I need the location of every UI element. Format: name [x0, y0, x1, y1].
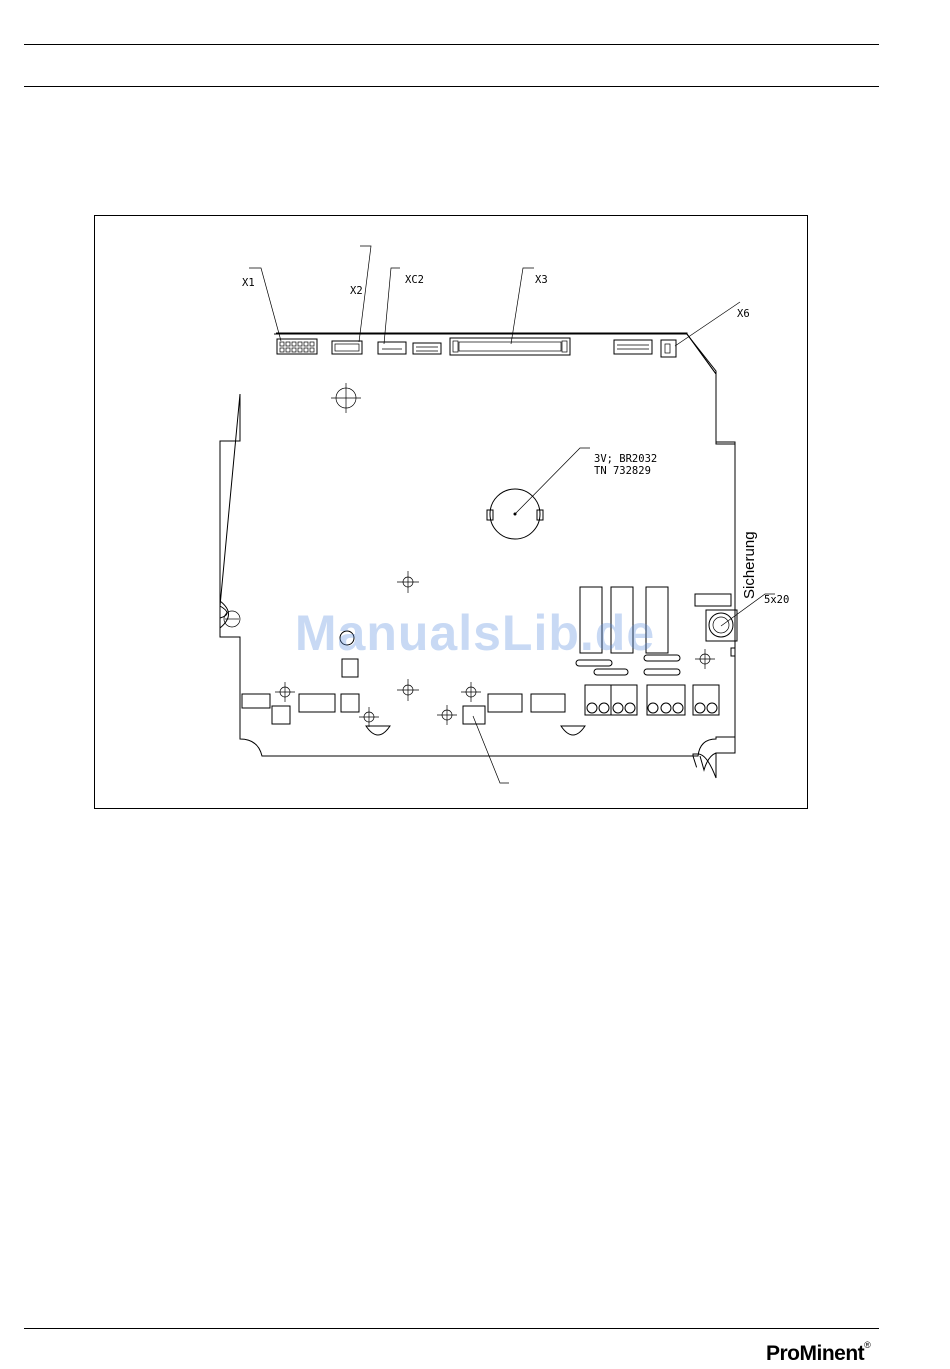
board-outline-main: [276, 333, 735, 770]
right-header: [614, 340, 652, 354]
header-rule-top: [24, 44, 879, 45]
label-x6: X6: [737, 308, 750, 320]
x3-connector: [450, 338, 570, 355]
x2-connector: [332, 341, 362, 354]
x6-connector: [661, 340, 676, 357]
label-battery-line2: TN 732829: [594, 465, 651, 477]
x1-connector: [277, 339, 317, 354]
label-xc2: XC2: [405, 274, 424, 286]
label-x3: X3: [535, 274, 548, 286]
label-fuse-title: Sicherung: [741, 531, 758, 599]
label-x2: X2: [350, 285, 363, 297]
footer-rule: [24, 1328, 879, 1329]
board-drawing: X1 X2 XC2 X3 X6 3V; BR2032 TN 732829 Sic…: [95, 216, 809, 810]
watermark: ManualsLib.de: [0, 604, 950, 662]
header-rule-bottom: [24, 86, 879, 87]
leader-lines: [249, 246, 775, 783]
mounting-marks: [224, 383, 715, 727]
label-battery-line1: 3V; BR2032: [594, 453, 657, 465]
label-x1: X1: [242, 277, 255, 289]
xc2-connector: [378, 342, 406, 354]
battery-holder: [487, 489, 543, 539]
brand-text: ProMinent: [766, 1342, 864, 1365]
board-outline: [276, 333, 735, 778]
circuit-board-figure: X1 X2 XC2 X3 X6 3V; BR2032 TN 732829 Sic…: [94, 215, 808, 809]
registered-mark: ®: [864, 1340, 870, 1350]
board-contour: [220, 334, 735, 756]
small-header: [413, 343, 441, 354]
prominent-logo: ProMinent®: [766, 1342, 870, 1366]
